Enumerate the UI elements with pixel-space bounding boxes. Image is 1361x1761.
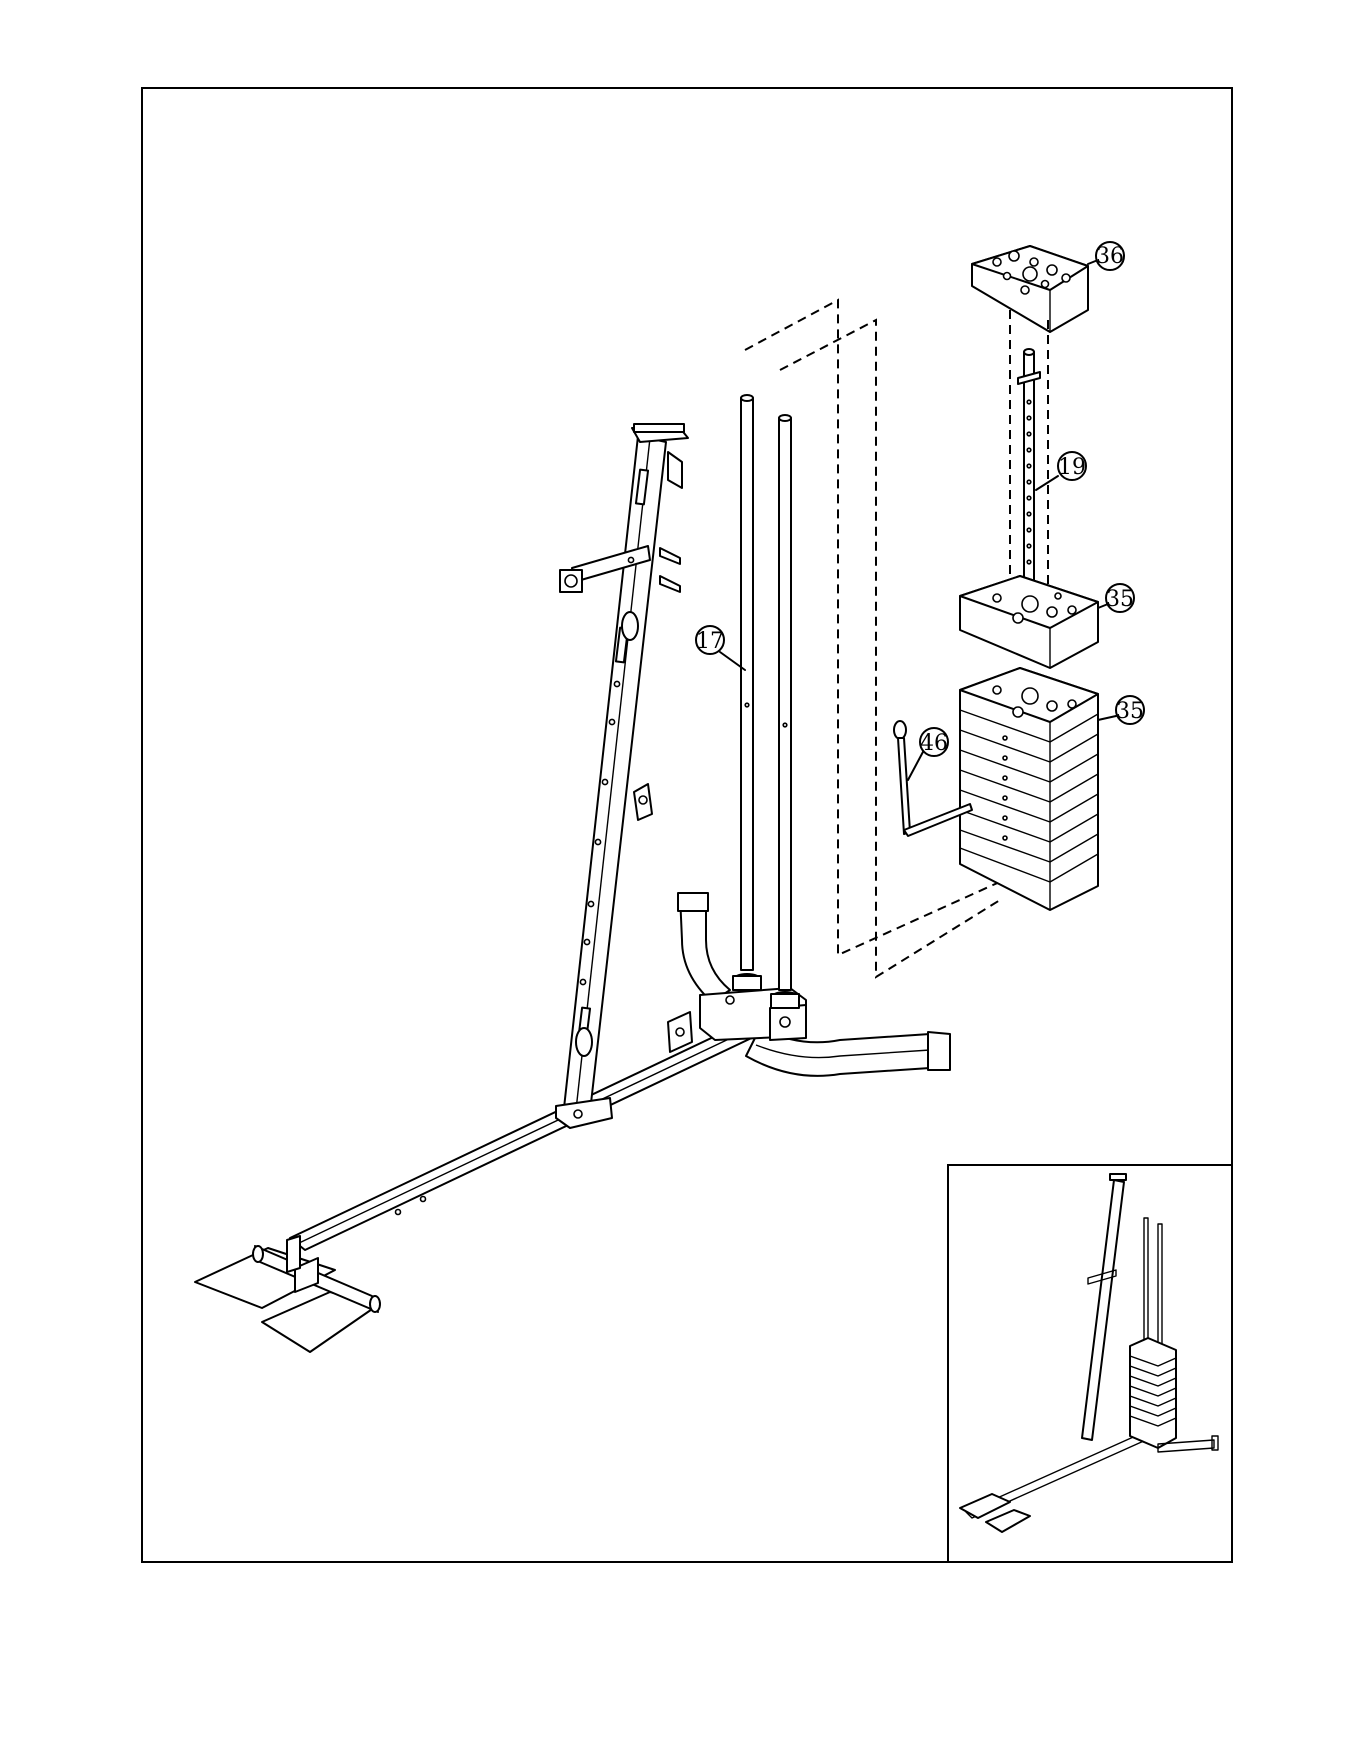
svg-text:35: 35 xyxy=(1106,587,1134,612)
callout-19: 19 xyxy=(1036,452,1086,490)
callout-35-stack: 35 xyxy=(1098,696,1144,724)
svg-text:46: 46 xyxy=(920,731,948,756)
svg-text:17: 17 xyxy=(696,629,724,654)
callout-46: 46 xyxy=(908,728,948,780)
guide-rods xyxy=(733,395,799,1008)
svg-text:19: 19 xyxy=(1058,455,1086,480)
svg-text:35: 35 xyxy=(1116,699,1144,724)
weight-stack xyxy=(960,668,1098,910)
callout-36: 36 xyxy=(1088,242,1124,270)
top-plate xyxy=(972,246,1088,332)
svg-text:36: 36 xyxy=(1096,244,1124,269)
callout-35-single: 35 xyxy=(1098,584,1134,612)
selector-stem xyxy=(1018,349,1040,592)
single-weight-plate xyxy=(960,576,1098,668)
callout-17: 17 xyxy=(696,626,745,670)
